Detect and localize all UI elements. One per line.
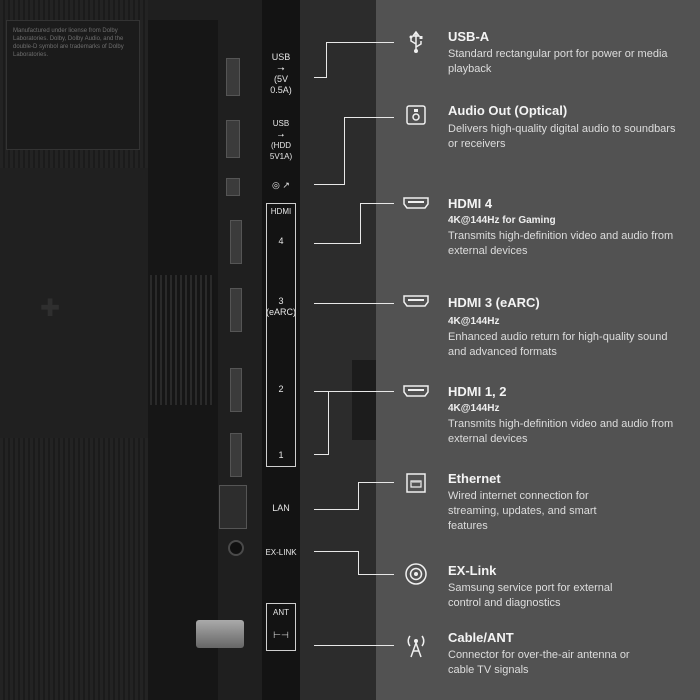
hdmi-icon bbox=[403, 191, 429, 217]
regulatory-label: Manufactured under license from Dolby La… bbox=[6, 20, 140, 150]
hdmi4-subtitle: 4K@144Hz for Gaming bbox=[448, 215, 556, 226]
ex-link-icon bbox=[403, 562, 429, 588]
leader-optical-h2 bbox=[344, 117, 394, 118]
strip-label-hdmi: HDMI bbox=[270, 207, 292, 216]
leader-hdmi4-v bbox=[360, 203, 361, 244]
hdmi12-title: HDMI 1, 2 bbox=[448, 384, 507, 399]
tv-rear-body bbox=[0, 168, 148, 438]
hdmi-port-3 bbox=[230, 288, 242, 332]
audio-out-description: Delivers high-quality digital audio to s… bbox=[448, 123, 676, 150]
hdmi3-subtitle: 4K@144Hz bbox=[448, 316, 500, 327]
hdmi3-title: HDMI 3 (eARC) bbox=[448, 295, 540, 310]
leader-optical-v bbox=[344, 117, 345, 185]
leader-hdmi4-h2 bbox=[360, 203, 394, 204]
antenna-connector bbox=[196, 620, 244, 648]
strip-label-usb1: USB ⭢ (5V 0.5A) bbox=[270, 52, 292, 95]
ethernet-title: Ethernet bbox=[448, 471, 501, 486]
hdmi12-description: Transmits high-definition video and audi… bbox=[448, 418, 674, 445]
strip-label-lan: LAN bbox=[272, 503, 290, 513]
strip-label-hdmi3: 3 (eARC) bbox=[265, 296, 296, 317]
vent-grille bbox=[150, 275, 214, 405]
usb-a-description: Standard rectangular port for power or m… bbox=[448, 48, 668, 75]
hdmi-icon bbox=[403, 289, 429, 315]
hdmi-port-4 bbox=[230, 220, 242, 264]
optical-port bbox=[226, 178, 240, 196]
regulatory-label-text: Manufactured under license from Dolby La… bbox=[13, 28, 124, 58]
hdmi4-description: Transmits high-definition video and audi… bbox=[448, 230, 674, 257]
mount-cross-icon: ✚ bbox=[40, 295, 61, 322]
ex-link-title: EX-Link bbox=[448, 563, 497, 578]
leader-hdmi4-h1 bbox=[314, 243, 360, 244]
ethernet-icon bbox=[403, 472, 429, 498]
leader-usb-h1 bbox=[314, 77, 326, 78]
strip-label-hdmi2: 2 bbox=[278, 384, 284, 394]
leader-lan-h2 bbox=[358, 482, 394, 483]
leader-exlink-v bbox=[358, 551, 359, 574]
ant-label-box bbox=[266, 603, 296, 651]
cable-ant-title: Cable/ANT bbox=[448, 630, 514, 645]
strip-label-hdmi4: 4 bbox=[278, 236, 284, 246]
leader-usb-v bbox=[326, 42, 327, 78]
tv-side-shadow bbox=[300, 0, 376, 700]
ex-link-description: Samsung service port for external contro… bbox=[448, 582, 613, 609]
leader-exlink-h1 bbox=[314, 551, 358, 552]
hdmi-label-box bbox=[266, 203, 296, 467]
port-label-strip bbox=[262, 0, 300, 700]
leader-hdmi3 bbox=[314, 303, 394, 304]
leader-usb-h2 bbox=[326, 42, 394, 43]
leader-hdmi12-v bbox=[328, 391, 329, 455]
antenna-icon bbox=[403, 633, 429, 659]
ethernet-description: Wired internet connection for streaming,… bbox=[448, 490, 597, 532]
leader-ant bbox=[314, 645, 394, 646]
leader-exlink-h2 bbox=[358, 574, 394, 575]
usb-a-title: USB-A bbox=[448, 29, 490, 44]
hdmi-icon bbox=[403, 379, 429, 405]
hdmi4-title: HDMI 4 bbox=[448, 196, 493, 211]
strip-ant-symbol: ⊢⊣ bbox=[273, 630, 289, 640]
usb-icon bbox=[403, 30, 429, 56]
optical-audio-icon bbox=[403, 104, 429, 130]
hdmi-port-2 bbox=[230, 368, 242, 412]
hdmi12-subtitle: 4K@144Hz bbox=[448, 403, 500, 414]
usb-port-2 bbox=[226, 120, 240, 158]
leader-lan-v bbox=[358, 482, 359, 510]
strip-label-optical: ◎ ↗ bbox=[272, 180, 290, 190]
hdmi-port-1 bbox=[230, 433, 242, 477]
lan-port bbox=[219, 485, 247, 529]
usb-port-1 bbox=[226, 58, 240, 96]
tv-side-shadow-detail bbox=[352, 360, 376, 440]
leader-lan-h1 bbox=[314, 509, 358, 510]
strip-label-ant: ANT bbox=[273, 608, 289, 617]
cable-ant-description: Connector for over-the-air antenna or ca… bbox=[448, 649, 630, 676]
strip-label-usb2: USB ⭢ (HDD 5V1A) bbox=[269, 119, 293, 161]
leader-hdmi12-h2 bbox=[314, 391, 394, 392]
strip-label-exlink: EX-LINK bbox=[265, 548, 297, 557]
leader-hdmi12-h1 bbox=[314, 454, 328, 455]
hdmi3-description: Enhanced audio return for high-quality s… bbox=[448, 331, 668, 358]
audio-out-title: Audio Out (Optical) bbox=[448, 103, 568, 118]
ex-link-jack bbox=[228, 540, 244, 556]
strip-label-hdmi1: 1 bbox=[278, 450, 284, 460]
leader-optical-h1 bbox=[314, 184, 344, 185]
